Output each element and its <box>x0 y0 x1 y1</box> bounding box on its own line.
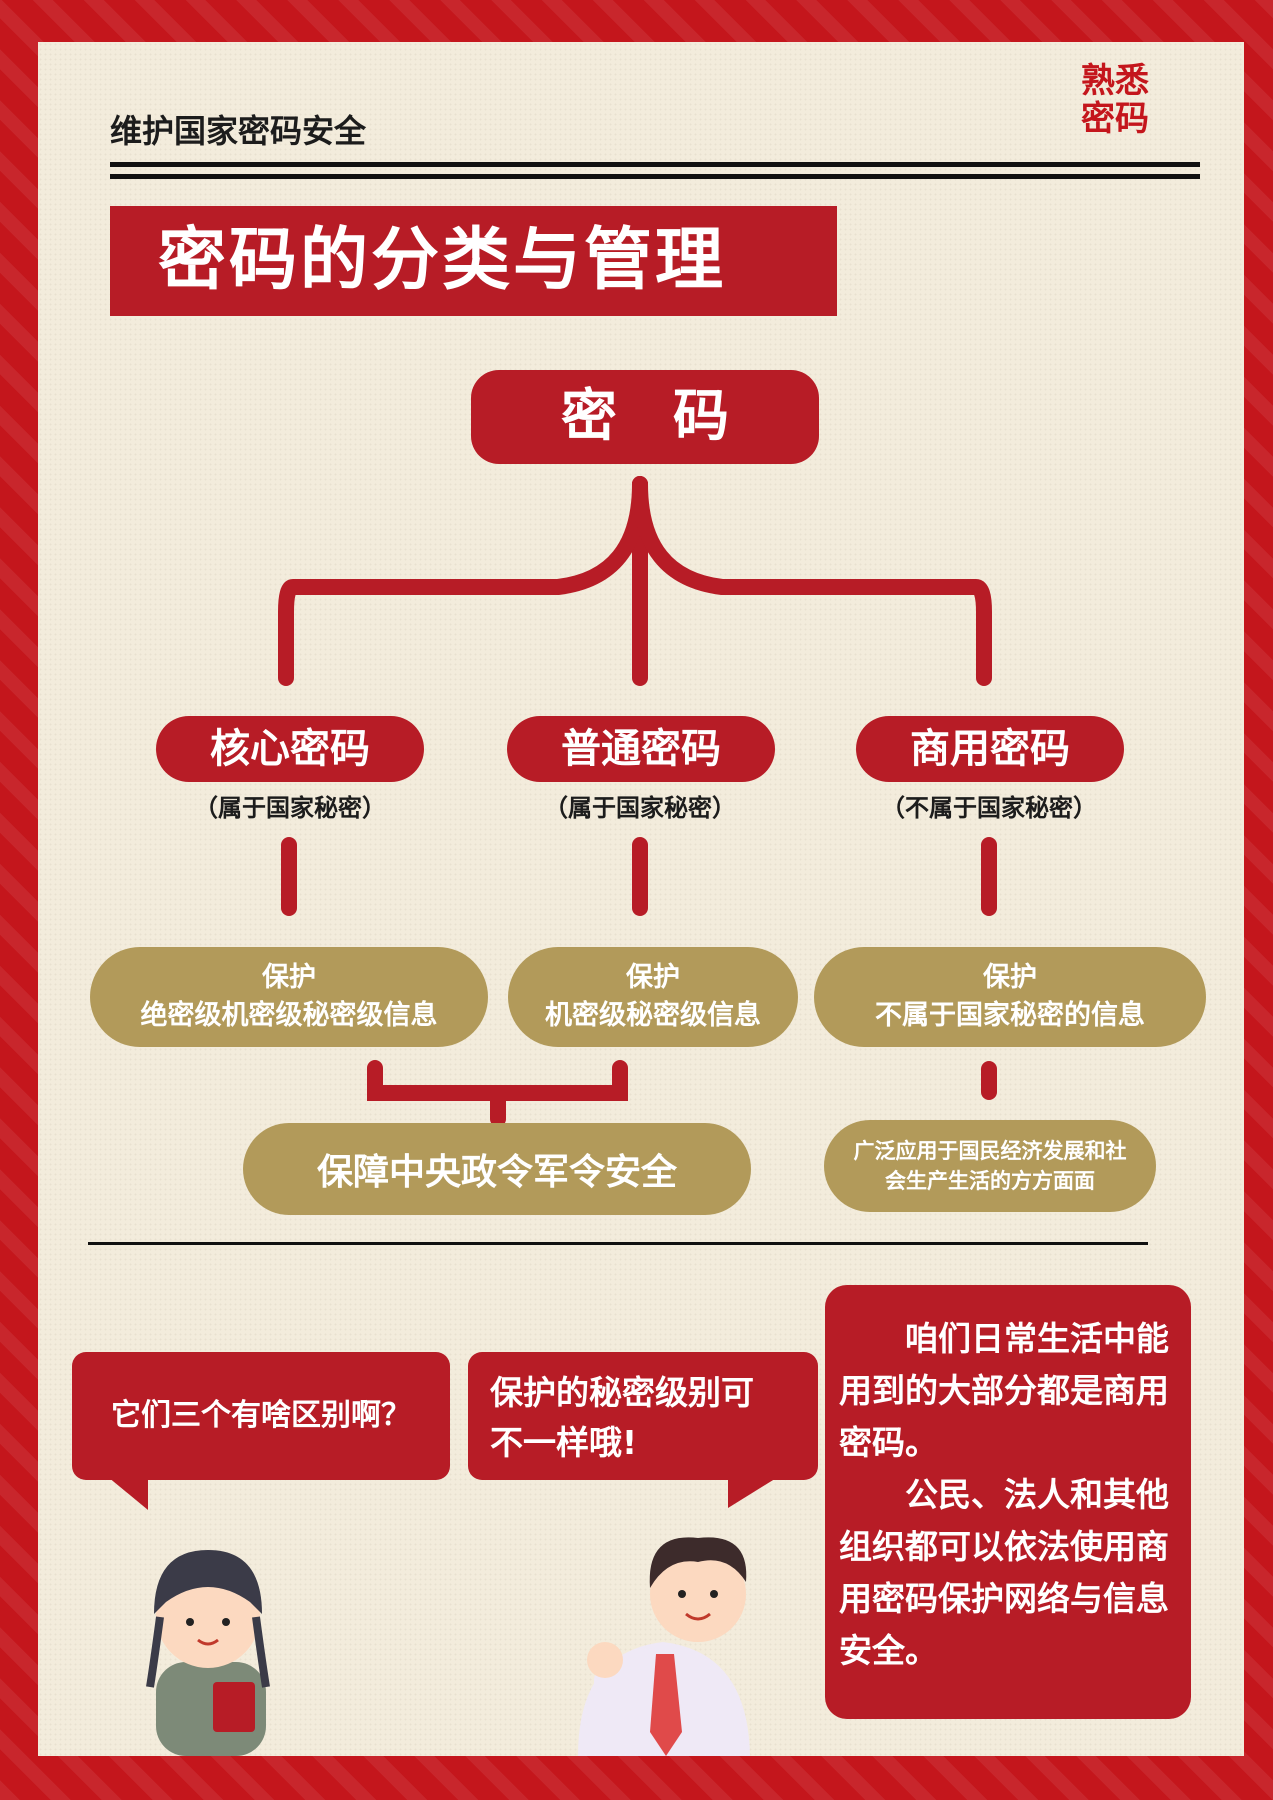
protect-commercial: 保护 不属于国家秘密的信息 <box>814 947 1206 1047</box>
header-rule-bottom <box>110 174 1200 179</box>
answer-bubble: 保护的秘密级别可 不一样哦! <box>468 1352 818 1480</box>
header-title: 维护国家密码安全 <box>110 112 367 150</box>
connector-root-right <box>632 476 992 686</box>
category-core: 核心密码 <box>156 716 424 782</box>
category-core-note: （属于国家秘密） <box>194 793 386 822</box>
header-rule-top <box>110 162 1200 167</box>
root-node: 密 码 <box>471 370 819 464</box>
main-title: 密码的分类与管理 <box>110 206 837 316</box>
tree-connectors <box>88 476 1148 1510</box>
category-commercial-note: （不属于国家秘密） <box>881 793 1097 822</box>
question-bubble: 它们三个有啥区别啊？ <box>72 1352 450 1480</box>
poster-paper: 维护国家密码安全 熟悉 密码 密码的分类与管理 <box>38 42 1244 1756</box>
logo-badge: 熟悉 密码 <box>1070 62 1160 138</box>
protect-core-text: 绝密级机密级秘密级信息 <box>140 1000 438 1031</box>
section-divider <box>88 1242 1148 1245</box>
result-wide-application-line1: 广泛应用于国民经济发展和社 <box>853 1139 1127 1163</box>
protect-commercial-title: 保护 <box>983 962 1037 993</box>
protect-ordinary-title: 保护 <box>626 962 680 993</box>
protect-ordinary: 保护 机密级秘密级信息 <box>508 947 798 1047</box>
protect-ordinary-text: 机密级秘密级信息 <box>545 1000 761 1031</box>
protect-commercial-text: 不属于国家秘密的信息 <box>875 1000 1145 1031</box>
category-ordinary: 普通密码 <box>507 716 775 782</box>
answer-line2: 不一样哦! <box>490 1423 638 1462</box>
info-paragraph-2: 公民、法人和其他组织都可以依法使用商用密码保护网络与信息安全。 <box>839 1475 1169 1670</box>
result-central-security: 保障中央政令军令安全 <box>243 1123 751 1215</box>
category-commercial: 商用密码 <box>856 716 1124 782</box>
result-wide-application-line2: 会生产生活的方方面面 <box>885 1169 1095 1193</box>
logo-line2: 密码 <box>1081 99 1149 139</box>
result-wide-application: 广泛应用于国民经济发展和社 会生产生活的方方面面 <box>824 1120 1156 1212</box>
info-bubble: 咱们日常生活中能用到的大部分都是商用密码。 公民、法人和其他组织都可以依法使用商… <box>825 1285 1191 1719</box>
answer-bubble-tail <box>728 1477 778 1508</box>
protect-core: 保护 绝密级机密级秘密级信息 <box>90 947 488 1047</box>
question-bubble-tail <box>108 1477 148 1510</box>
connector-root-left <box>278 476 648 686</box>
answer-line1: 保护的秘密级别可 <box>490 1373 754 1412</box>
category-ordinary-note: （属于国家秘密） <box>544 793 736 822</box>
logo-line1: 熟悉 <box>1081 61 1149 101</box>
protect-core-title: 保护 <box>262 962 316 993</box>
info-paragraph-1: 咱们日常生活中能用到的大部分都是商用密码。 <box>839 1319 1169 1462</box>
